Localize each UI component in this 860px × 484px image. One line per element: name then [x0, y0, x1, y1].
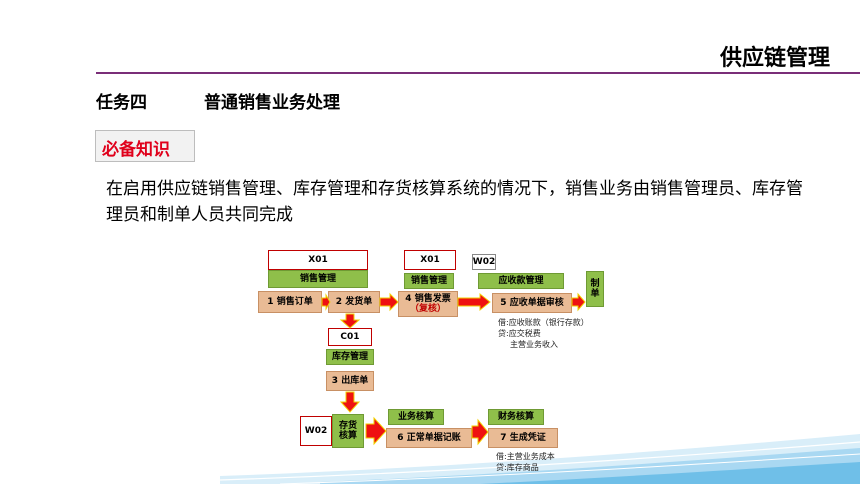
inventory-accounting-box: 存货 核算	[332, 414, 364, 448]
step-receivable-audit: 5 应收单据审核	[492, 293, 572, 313]
task-label: 任务四	[96, 93, 147, 113]
arrow-down-icon	[339, 313, 361, 329]
voucher-making-char2: 单	[590, 289, 600, 299]
inventory-accounting-line2: 核算	[338, 431, 357, 441]
step-sales-invoice: 4 销售发票 （复核）	[398, 291, 458, 317]
task-name: 普通销售业务处理	[204, 93, 340, 113]
arrow-right-icon	[321, 293, 331, 311]
note-line: 借:主营业务成本	[496, 452, 555, 461]
flow-arrows	[321, 292, 586, 446]
inventory-accounting-line1: 存货	[338, 421, 357, 431]
step-sales-invoice-label: 4 销售发票	[405, 294, 451, 304]
code-x01-sales: X01	[268, 250, 368, 270]
title-divider	[96, 72, 860, 74]
intro-paragraph: 在启用供应链销售管理、库存管理和存货核算系统的情况下，销售业务由销售管理员、库存…	[106, 179, 803, 225]
receivable-management-header: 应收款管理	[478, 273, 564, 289]
arrow-right-icon	[379, 292, 399, 312]
step-generate-voucher: 7 生成凭证	[488, 428, 558, 448]
arrow-right-icon	[457, 292, 491, 312]
inventory-management-header: 库存管理	[326, 349, 374, 365]
code-x01-invoice: X01	[404, 250, 456, 270]
financial-accounting-header: 财务核算	[488, 409, 544, 425]
arrow-right-icon	[471, 418, 489, 446]
step-sales-order: 1 销售订单	[258, 291, 322, 313]
arrow-down-icon	[339, 391, 361, 413]
knowledge-badge-label: 必备知识	[102, 140, 170, 160]
sales-management-header-2: 销售管理	[404, 273, 454, 289]
slide-title: 供应链管理	[719, 46, 830, 71]
arrow-right-icon	[365, 416, 387, 446]
note-line: 主营业务收入	[510, 340, 558, 349]
voucher-making-char1: 制	[590, 279, 600, 289]
step-outbound-order: 3 出库单	[326, 371, 374, 391]
wave-decoration	[220, 434, 860, 484]
note-line: 贷:应交税费	[498, 329, 541, 338]
journal-note-inventory: 借:主营业务成本 贷:库存商品	[496, 451, 555, 473]
note-line: 借:应收账款（银行存款）	[498, 318, 589, 327]
step-sales-invoice-review: （复核）	[409, 304, 446, 314]
voucher-making-box: 制 单	[586, 271, 604, 307]
knowledge-badge: 必备知识	[95, 130, 195, 162]
code-w02-inventory-accounting: W02	[300, 416, 332, 446]
sales-management-header: 销售管理	[268, 270, 368, 288]
sales-flow-diagram: X01 销售管理 1 销售订单 2 发货单 X01 销售管理 4 销售发票 （复…	[240, 244, 620, 476]
arrow-right-icon	[571, 292, 586, 312]
note-line: 贷:库存商品	[496, 463, 539, 472]
journal-note-receivable: 借:应收账款（银行存款） 贷:应交税费 主营业务收入	[498, 317, 589, 350]
business-accounting-header: 业务核算	[388, 409, 444, 425]
code-w02-receivable: W02	[472, 254, 496, 270]
